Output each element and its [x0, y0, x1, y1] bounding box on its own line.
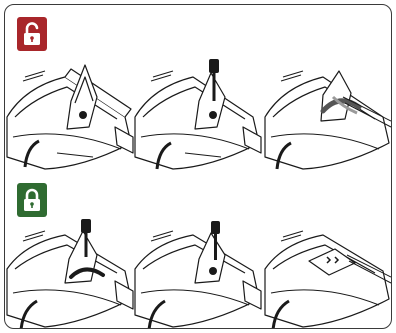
actuator-lever-rotate-back-icon — [5, 219, 135, 329]
actuator-unlock-cover-open-icon — [5, 57, 135, 175]
lock-badge — [17, 183, 47, 217]
lock-steps-row — [5, 219, 392, 329]
actuator-cover-closed-icon — [263, 219, 392, 329]
unlock-step-2 — [133, 57, 263, 175]
lock-step-1 — [5, 219, 135, 329]
actuator-key-turn-icon — [133, 219, 263, 329]
unlock-steps-row — [5, 57, 392, 175]
unlocked-padlock-icon — [21, 22, 43, 46]
actuator-key-inserted-icon — [133, 57, 263, 175]
instruction-panel — [4, 4, 392, 329]
lock-step-2 — [133, 219, 263, 329]
lock-step-3 — [263, 219, 392, 329]
unlock-badge — [17, 17, 47, 51]
unlock-step-3 — [263, 57, 392, 175]
actuator-release-lever-rotate-icon — [263, 57, 392, 175]
unlock-step-1 — [5, 57, 135, 175]
locked-padlock-icon — [21, 188, 43, 212]
